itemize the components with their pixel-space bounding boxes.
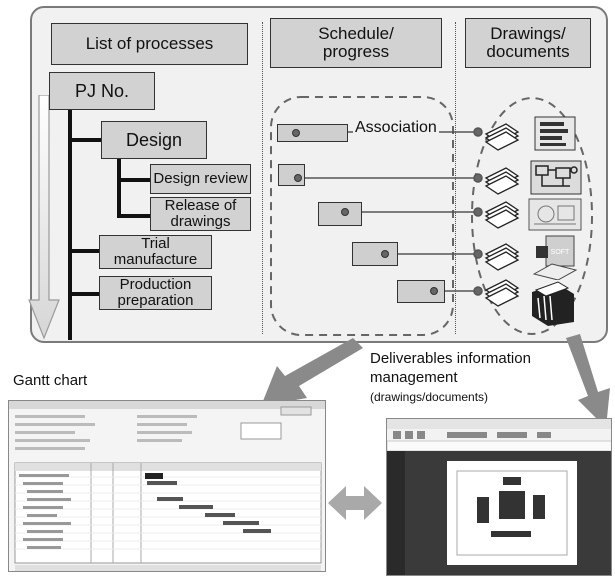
- tree-branch-trial: [68, 249, 101, 253]
- node-production-preparation: Production preparation: [99, 276, 212, 310]
- header-drawings-text: Drawings/ documents: [486, 24, 570, 61]
- node-pj-no-text: PJ No.: [74, 80, 130, 101]
- node-design-text: Design: [125, 129, 183, 150]
- software-package-thumbnail: SOFT: [532, 235, 578, 280]
- node-trial-manufacture: Trial manufacture: [99, 235, 212, 269]
- schedule-bar-production: [397, 280, 445, 303]
- tree-sub-trunk: [117, 158, 121, 218]
- column-divider-left: [262, 22, 263, 334]
- deliverables-caption: Deliverables information management (dra…: [370, 350, 585, 404]
- document-stack-icons: [484, 123, 520, 307]
- tree-branch-review: [117, 178, 150, 182]
- bar-anchor-trial: [381, 250, 389, 258]
- circuit-drawing-thumbnail: [530, 160, 582, 195]
- big-arrow-down-right: [566, 334, 610, 428]
- bar-anchor-review: [294, 174, 302, 182]
- node-pj-no: PJ No.: [49, 72, 155, 110]
- gantt-chart-caption: Gantt chart: [13, 372, 88, 389]
- schedule-bar-design: [277, 124, 348, 142]
- header-schedule-progress: Schedule/ progress: [270, 18, 442, 68]
- mechanical-drawing-thumbnail: [528, 198, 582, 231]
- gantt-chart-screenshot-art: [9, 401, 325, 571]
- tree-branch-release: [117, 214, 150, 218]
- node-trial-text: Trial manufacture: [113, 235, 198, 268]
- node-production-text: Production preparation: [117, 276, 194, 309]
- node-design-review-text: Design review: [153, 170, 248, 188]
- timeline-down-arrow: [28, 95, 60, 340]
- association-label: Association: [353, 119, 439, 137]
- bidirectional-arrow: [328, 486, 382, 520]
- node-release-text: Release of drawings: [164, 197, 237, 230]
- binder-folder-thumbnail: [532, 281, 574, 326]
- schedule-bar-release: [318, 202, 362, 226]
- node-release-of-drawings: Release of drawings: [150, 197, 251, 231]
- header-schedule-text: Schedule/ progress: [318, 24, 394, 61]
- bar-anchor-design: [292, 129, 300, 137]
- bar-anchor-release: [341, 208, 349, 216]
- big-arrow-down-left: [261, 338, 363, 406]
- header-drawings-documents: Drawings/ documents: [465, 18, 591, 68]
- tree-branch-design: [68, 138, 102, 142]
- deliverables-title: Deliverables information management: [370, 350, 531, 386]
- header-list-of-processes-text: List of processes: [85, 34, 214, 54]
- drawings-dashed-region: [471, 97, 593, 335]
- viewer-screenshot: [386, 418, 612, 576]
- deliverables-subtitle: (drawings/documents): [370, 389, 489, 404]
- viewer-screenshot-art: [387, 419, 611, 575]
- schedule-dashed-region: [270, 96, 454, 336]
- tree-trunk-line: [68, 108, 72, 340]
- document-thumbnail-list: [534, 116, 576, 151]
- header-list-of-processes: List of processes: [51, 23, 248, 65]
- gantt-chart-screenshot: [8, 400, 326, 572]
- node-design-review: Design review: [150, 164, 251, 194]
- bar-anchor-production: [430, 287, 438, 295]
- schedule-bar-trial: [352, 242, 398, 266]
- svg-text:SOFT: SOFT: [551, 249, 570, 256]
- node-design: Design: [101, 121, 207, 159]
- tree-branch-production: [68, 292, 101, 296]
